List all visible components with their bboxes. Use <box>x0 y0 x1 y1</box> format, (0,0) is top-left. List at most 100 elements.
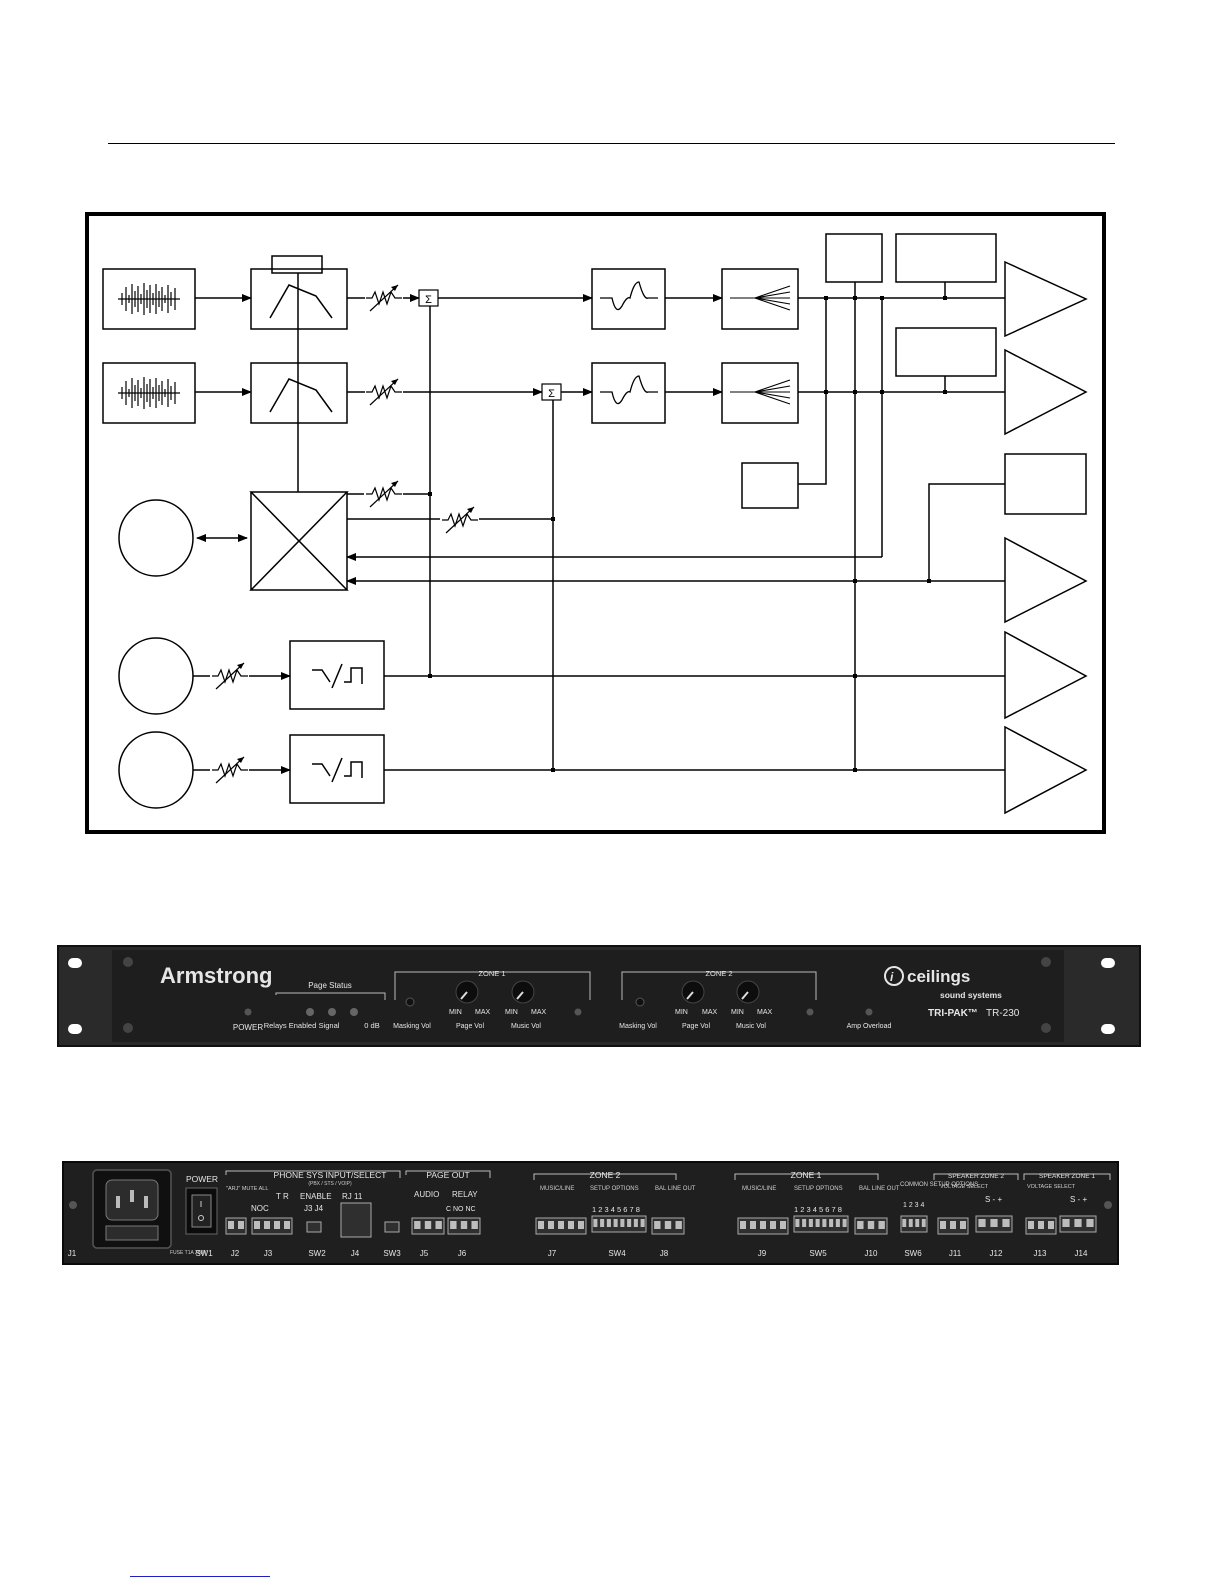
jack-label: J1 <box>68 1249 77 1258</box>
min-label: MIN <box>675 1009 688 1016</box>
voltage-select-label: VOLTAGE SELECT <box>1027 1184 1076 1190</box>
screw-icon <box>1104 1201 1112 1209</box>
svg-text:i: i <box>890 970 894 984</box>
product-name: TRI-PAK™ <box>928 1008 978 1019</box>
max-label: MAX <box>531 1009 547 1016</box>
rear-connector[interactable] <box>651 1217 685 1235</box>
phone-line-input <box>118 499 194 577</box>
min-label: MIN <box>731 1009 744 1016</box>
monitor-block-2 <box>895 327 997 377</box>
page-volume-pot-1-icon <box>365 480 403 508</box>
power-led <box>244 1008 252 1016</box>
rear-connector[interactable] <box>251 1217 293 1235</box>
fuse-holder <box>105 1225 159 1241</box>
setup-options-label: SETUP OPTIONS <box>794 1186 843 1192</box>
voltage-select-label: VOLTAGE SELECT <box>940 1184 989 1190</box>
rear-connector[interactable] <box>225 1217 247 1235</box>
rack-hole <box>68 1024 82 1034</box>
splitter-2 <box>721 362 799 424</box>
filter-curve-icon <box>269 284 333 319</box>
music-vol-label: Music Vol <box>736 1023 766 1030</box>
sound-systems-label: sound systems <box>940 990 1002 1000</box>
rear-connector[interactable] <box>306 1221 322 1233</box>
enable-label: ENABLE <box>300 1192 332 1201</box>
zone1-masking-knob[interactable] <box>405 997 415 1007</box>
auxiliary-block <box>741 462 799 509</box>
amplifier-zone2 <box>1004 348 1088 436</box>
jack-label: J2 <box>231 1249 240 1258</box>
rear-connector[interactable] <box>411 1217 445 1235</box>
music-volume-pot-1-icon <box>211 662 249 690</box>
music-switch-1 <box>289 640 385 710</box>
rear-connector[interactable] <box>591 1215 647 1233</box>
rear-zone1-title: ZONE 1 <box>791 1170 822 1180</box>
jack-label: J12 <box>990 1249 1003 1258</box>
brand-logo: Armstrong <box>160 963 272 988</box>
monitor-block-1 <box>895 233 997 283</box>
zone1-led <box>574 1008 582 1016</box>
rack-hole <box>1101 958 1115 968</box>
rear-power-label: POWER <box>186 1174 218 1184</box>
rear-connector[interactable] <box>737 1217 789 1235</box>
ceilings-logo-icon <box>884 966 904 986</box>
noise-waveform-icon <box>117 376 181 410</box>
masking-vol-label: Masking Vol <box>393 1023 431 1030</box>
rear-connector[interactable] <box>1025 1217 1057 1235</box>
page-status-title: Page Status <box>308 981 352 990</box>
music-vol-label: Music Vol <box>511 1023 541 1030</box>
rear-connector[interactable] <box>854 1217 888 1235</box>
common-numbers: 1 2 3 4 <box>903 1202 925 1209</box>
zone2-masking-knob[interactable] <box>635 997 645 1007</box>
music-line-label: MUSIC/LINE <box>540 1186 574 1192</box>
rear-connector[interactable] <box>1059 1215 1097 1233</box>
jack-label: SW1 <box>195 1249 213 1258</box>
footer-link-underline <box>130 1576 270 1577</box>
screw-icon <box>123 1023 133 1033</box>
rear-connector[interactable] <box>975 1215 1013 1233</box>
noise-generator-2 <box>102 362 196 424</box>
s-minus-plus-label: S - + <box>1070 1195 1087 1204</box>
music-volume-pot-2-icon <box>211 756 249 784</box>
page-out-title: PAGE OUT <box>426 1170 469 1180</box>
equalizer-2 <box>591 362 666 424</box>
amp-overload-label: Amp Overload <box>847 1023 892 1030</box>
relay-label: RELAY <box>452 1190 478 1199</box>
rear-connector[interactable] <box>384 1221 400 1233</box>
j3-j4-label: J3 J4 <box>304 1204 324 1213</box>
speaker-zone1-title: SPEAKER ZONE 1 <box>1039 1173 1095 1180</box>
amp-overload-led <box>865 1008 873 1016</box>
equalizer-1 <box>591 268 666 330</box>
bal-line-out-label: BAL LINE OUT <box>655 1186 696 1192</box>
max-label: MAX <box>475 1009 491 1016</box>
music-input-1 <box>118 637 194 715</box>
rear-connector[interactable] <box>447 1217 481 1235</box>
control-block <box>825 233 883 283</box>
jack-label: J6 <box>458 1249 467 1258</box>
rear-connector[interactable] <box>340 1202 372 1238</box>
amplifier-aux <box>1004 536 1088 624</box>
screw-icon <box>1041 1023 1051 1033</box>
page-volume-pot-2-icon <box>441 506 479 534</box>
masking-volume-pot-2-icon <box>365 378 403 406</box>
fan-out-icon <box>730 379 791 405</box>
hybrid-select-block <box>271 255 323 274</box>
filter-curve-icon <box>269 378 333 413</box>
jack-label: J14 <box>1075 1249 1088 1258</box>
switch-numbers: 1 2 3 4 5 6 7 8 <box>794 1205 842 1214</box>
rear-connector[interactable] <box>937 1217 969 1235</box>
eq-curve-icon <box>600 281 658 311</box>
rear-connector[interactable] <box>900 1215 928 1233</box>
fuse-label: FUSE T1A 250V <box>170 1250 207 1256</box>
rear-connector[interactable] <box>793 1215 849 1233</box>
masking-vol-label: Masking Vol <box>619 1023 657 1030</box>
bandpass-filter-1 <box>250 268 348 330</box>
relay-block <box>1004 453 1087 515</box>
rear-connector[interactable] <box>535 1217 587 1235</box>
noise-waveform-icon <box>117 282 181 316</box>
min-label: MIN <box>449 1009 462 1016</box>
jack-label: SW4 <box>608 1249 626 1258</box>
jack-label: J11 <box>949 1249 962 1258</box>
music-line-label: MUSIC/LINE <box>742 1186 776 1192</box>
sum-symbol: Σ <box>548 388 555 400</box>
